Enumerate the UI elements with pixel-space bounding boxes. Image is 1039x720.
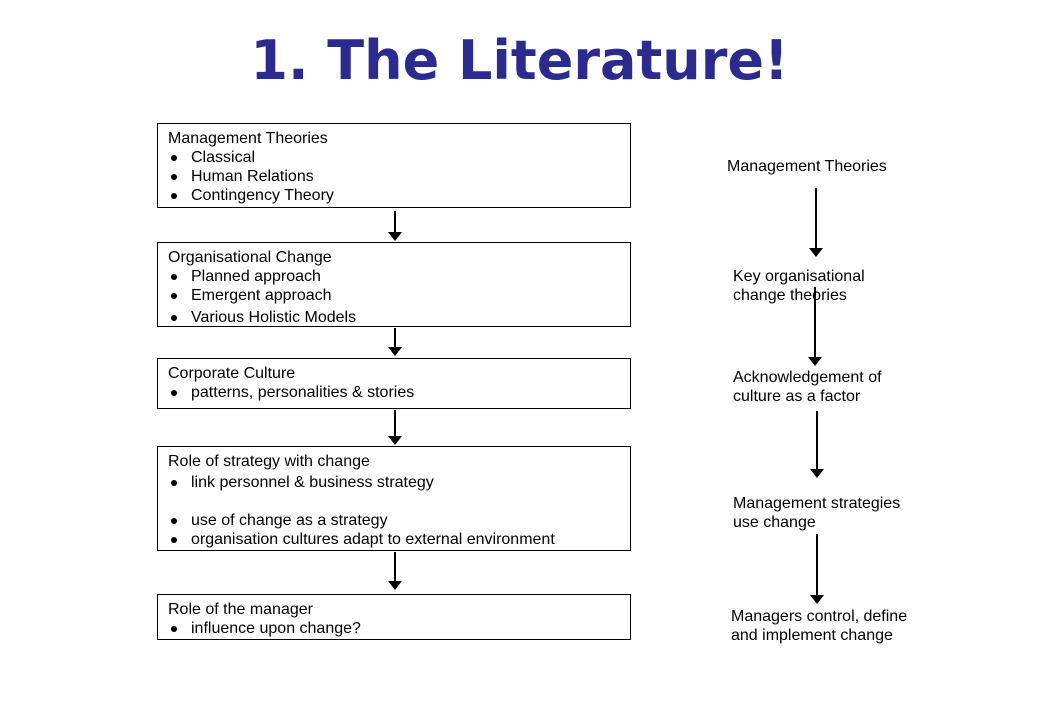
list-item: Planned approach: [168, 267, 620, 286]
bullet-icon: [171, 155, 177, 161]
bullet-icon: [171, 626, 177, 632]
bullet-icon: [171, 480, 177, 486]
box-heading: Role of the manager: [168, 601, 313, 618]
side-label-key-change-theories: Key organisational change theories: [733, 268, 865, 304]
list-item: organisation cultures adapt to external …: [168, 530, 620, 549]
page-title: 1. The Literature!: [250, 29, 789, 92]
side-label-managers-control: Managers control, define and implement c…: [731, 608, 908, 644]
bullet-icon: [171, 518, 177, 524]
list-item-text: use of change as a strategy: [191, 512, 388, 529]
bullet-list: influence upon change?: [168, 619, 620, 638]
bullet-icon: [171, 193, 177, 199]
list-item-text: Classical: [191, 149, 256, 166]
list-item: use of change as a strategy: [168, 511, 620, 530]
list-item: Contingency Theory: [168, 186, 620, 205]
box-heading: Corporate Culture: [168, 365, 296, 382]
list-item: Classical: [168, 148, 620, 167]
list-item-text: patterns, personalities & stories: [191, 384, 415, 401]
side-label-management-theories: Management Theories: [727, 158, 887, 175]
bullet-icon: [171, 390, 177, 396]
list-item-text: link personnel & business strategy: [191, 474, 434, 491]
list-item-text: organisation cultures adapt to external …: [191, 531, 555, 548]
bullet-icon: [171, 293, 177, 299]
bullet-icon: [171, 537, 177, 543]
list-item: influence upon change?: [168, 619, 620, 638]
list-item: link personnel & business strategy: [168, 473, 620, 492]
list-item: Human Relations: [168, 167, 620, 186]
list-item-text: Planned approach: [191, 268, 321, 285]
box-organisational-change: Organisational Change Planned approach E…: [157, 242, 631, 327]
list-item-text: Contingency Theory: [191, 187, 334, 204]
list-item-text: Emergent approach: [191, 287, 332, 304]
bullet-icon: [171, 174, 177, 180]
bullet-list: link personnel & business strategy use o…: [168, 473, 620, 549]
bullet-icon: [171, 315, 177, 321]
list-item: patterns, personalities & stories: [168, 383, 620, 402]
side-label-strategies-use-change: Management strategies use change: [733, 495, 901, 531]
box-heading: Organisational Change: [168, 249, 332, 266]
list-item-text: Various Holistic Models: [191, 309, 357, 326]
list-item: Various Holistic Models: [168, 308, 620, 327]
list-item-text: Human Relations: [191, 168, 314, 185]
bullet-list: Classical Human Relations Contingency Th…: [168, 148, 620, 205]
box-heading: Role of strategy with change: [168, 453, 370, 470]
box-heading: Management Theories: [168, 130, 328, 147]
bullet-list: patterns, personalities & stories: [168, 383, 620, 402]
bullet-icon: [171, 274, 177, 280]
box-role-of-strategy: Role of strategy with change link person…: [157, 446, 631, 551]
box-management-theories: Management Theories Classical Human Rela…: [157, 123, 631, 208]
box-corporate-culture: Corporate Culture patterns, personalitie…: [157, 358, 631, 409]
list-item-text: influence upon change?: [191, 620, 361, 637]
side-label-culture-factor: Acknowledgement of culture as a factor: [733, 369, 882, 405]
bullet-list: Planned approach Emergent approach Vario…: [168, 267, 620, 327]
box-role-of-manager: Role of the manager influence upon chang…: [157, 594, 631, 640]
list-item: Emergent approach: [168, 286, 620, 305]
